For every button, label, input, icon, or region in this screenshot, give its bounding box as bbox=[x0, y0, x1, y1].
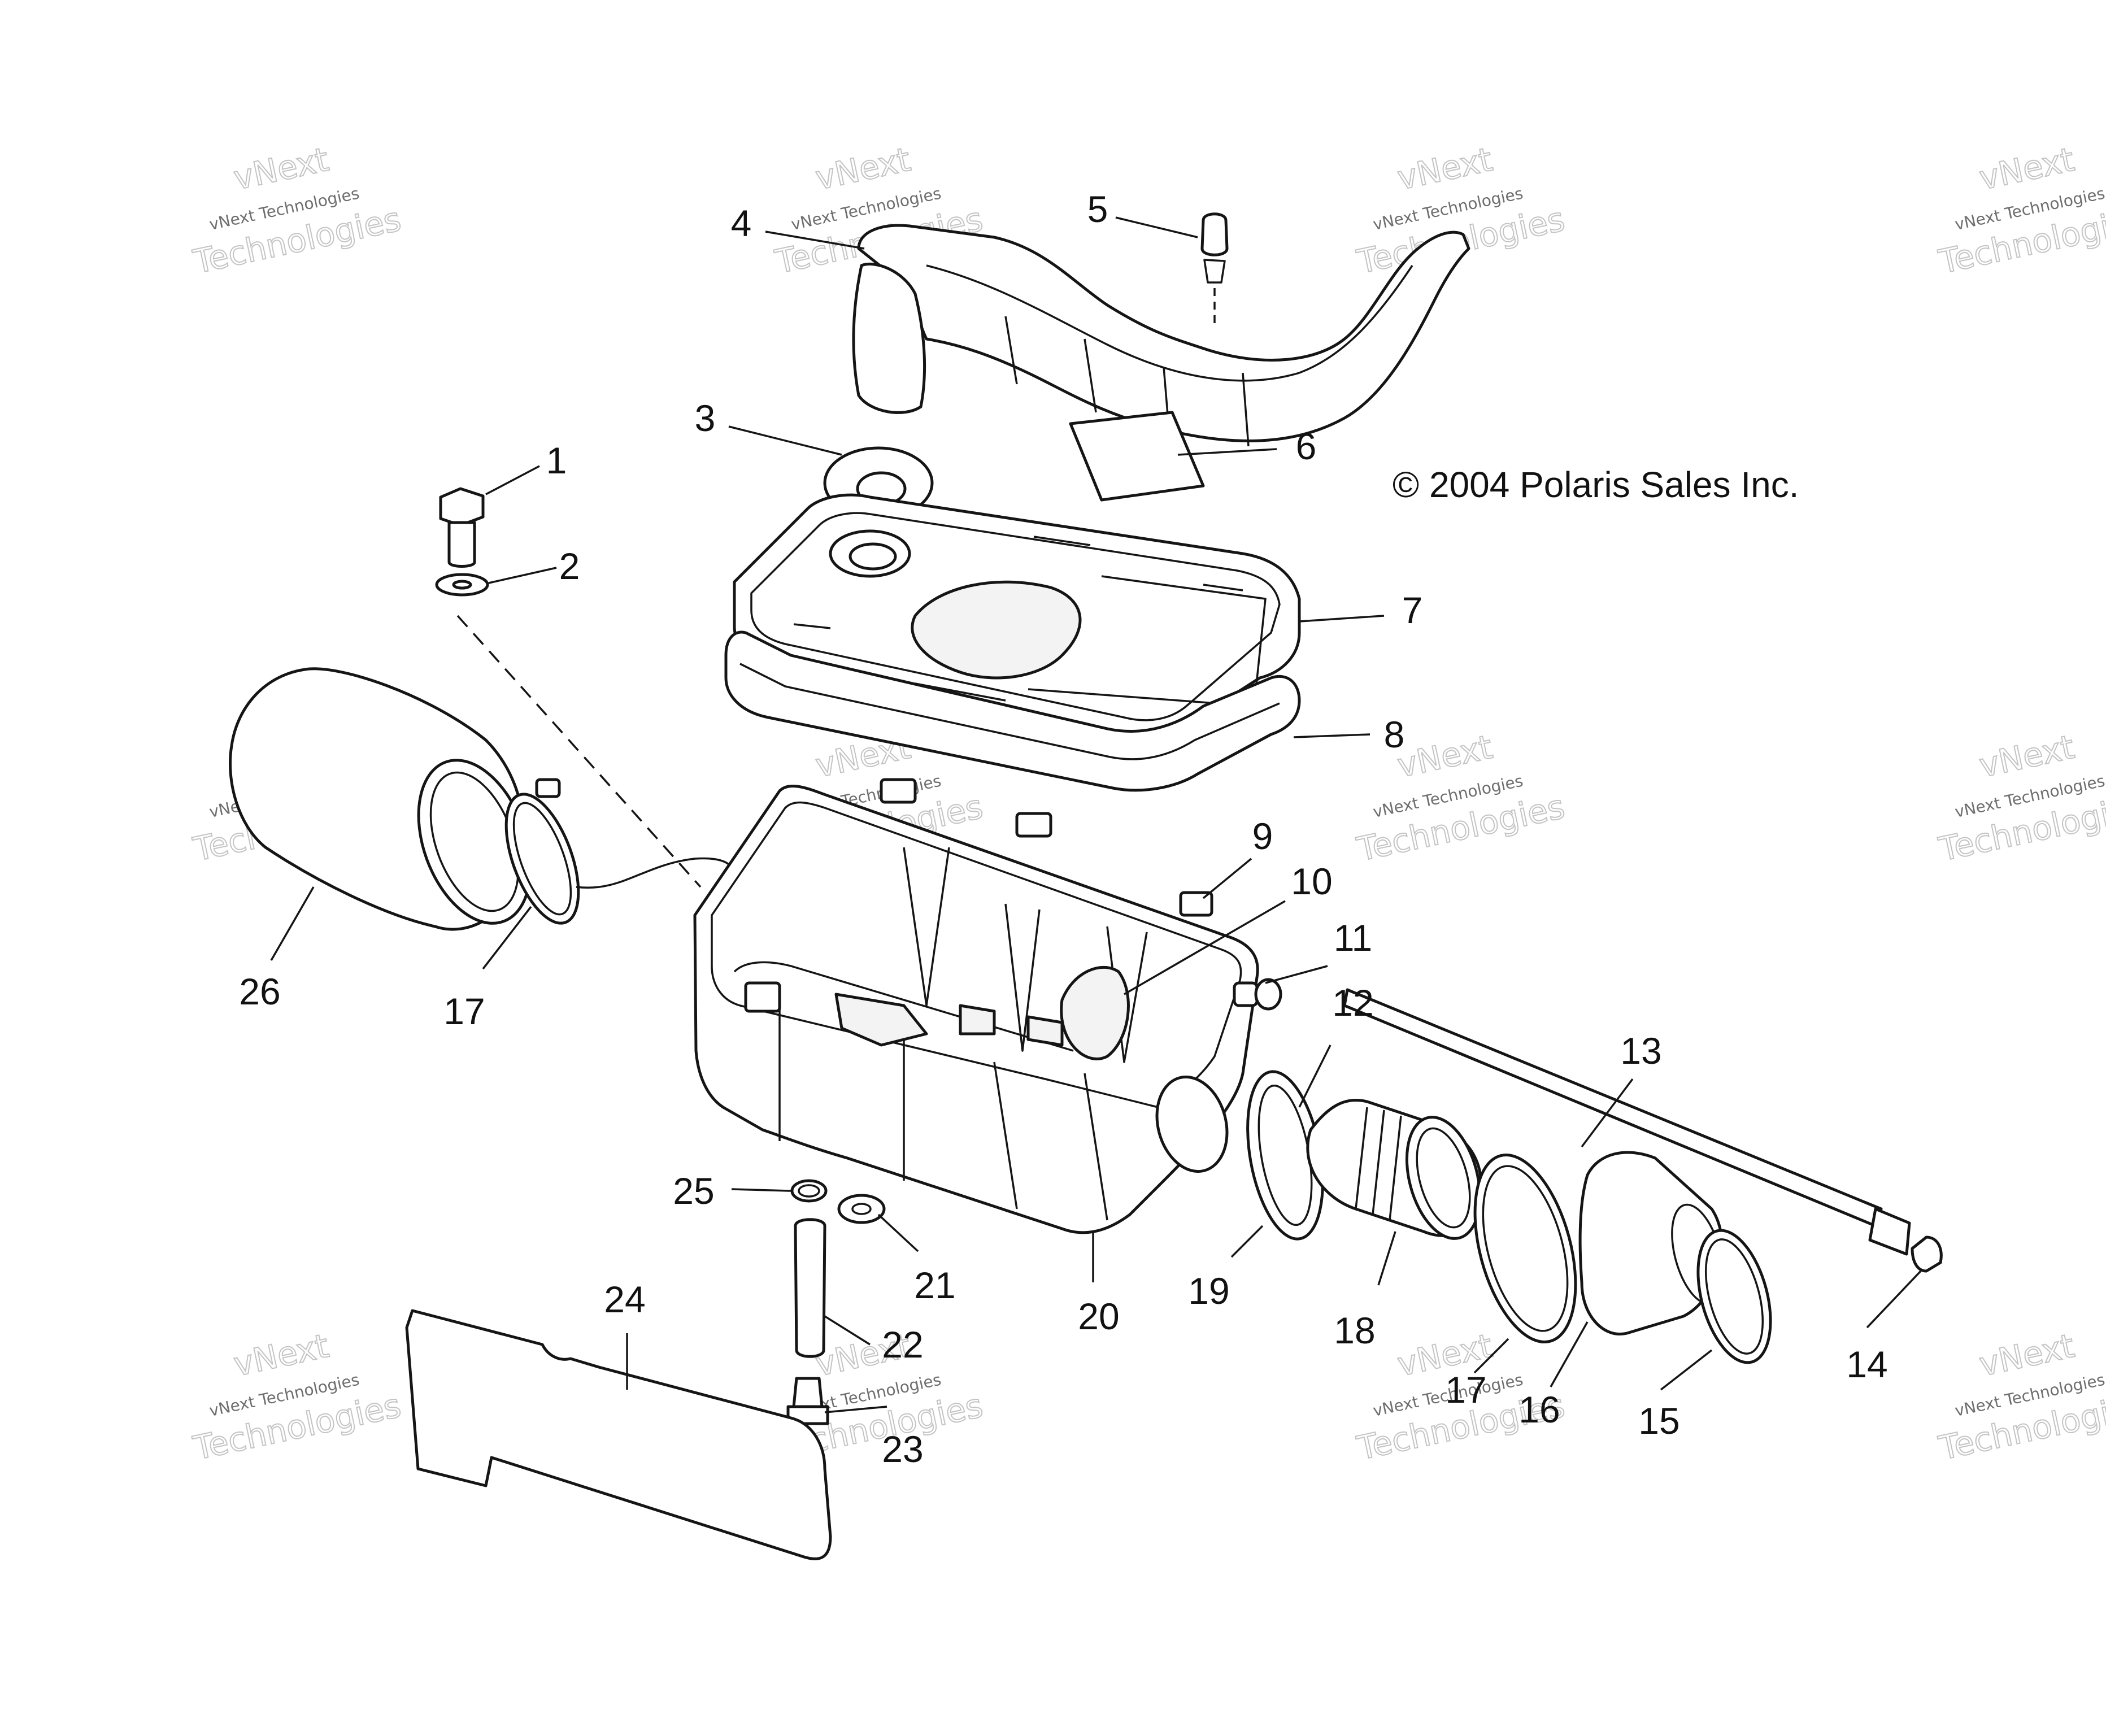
part-18-adapter bbox=[1306, 1098, 1483, 1240]
callout-19: 19 bbox=[1188, 1270, 1229, 1312]
part-13-tube bbox=[1343, 988, 1911, 1256]
watermark: vNext vNext Technologies Technologies bbox=[1935, 140, 2106, 282]
callout-11: 11 bbox=[1334, 917, 1373, 959]
part-21-grommet bbox=[837, 1194, 886, 1224]
callout-1: 1 bbox=[546, 440, 567, 481]
leader-lines bbox=[270, 216, 1922, 1413]
watermark-vnext: vNext bbox=[1976, 140, 2078, 198]
watermark: vNext vNext Technologies Technologies bbox=[1935, 727, 2106, 869]
callout-10: 10 bbox=[1291, 860, 1332, 902]
callout-6: 6 bbox=[1296, 425, 1317, 467]
watermark-vnext: vNext bbox=[230, 140, 332, 198]
watermark-vnext: vNext bbox=[1394, 140, 1496, 198]
part-22-drain-tube bbox=[794, 1218, 826, 1358]
callout-20: 20 bbox=[1078, 1295, 1119, 1337]
callout-17-left: 17 bbox=[443, 990, 485, 1032]
callout-22: 22 bbox=[882, 1324, 923, 1365]
part-5-screw bbox=[1200, 212, 1229, 328]
callout-17-right: 17 bbox=[1445, 1369, 1486, 1411]
watermark: vNext vNext Technologies Technologies bbox=[1935, 1326, 2106, 1468]
part-15-hose-clamp bbox=[1696, 1229, 1772, 1364]
callout-12: 12 bbox=[1332, 982, 1373, 1024]
part-2-washer bbox=[435, 573, 489, 597]
callout-5: 5 bbox=[1087, 188, 1108, 230]
part-23-check-valve bbox=[786, 1377, 829, 1425]
watermark: vNext vNext Technologies Technologies bbox=[1353, 727, 1569, 869]
watermark: vNext vNext Technologies Technologies bbox=[189, 1326, 405, 1468]
part-14-end-cap bbox=[1911, 1235, 1943, 1273]
callout-15: 15 bbox=[1638, 1400, 1679, 1442]
callout-25: 25 bbox=[673, 1170, 714, 1212]
part-26-air-filter bbox=[229, 667, 532, 931]
watermark: vNext vNext Technologies Technologies bbox=[189, 140, 405, 282]
callout-18: 18 bbox=[1334, 1309, 1375, 1351]
part-17-clamp-left bbox=[504, 778, 580, 925]
breather-line bbox=[576, 857, 730, 889]
callout-4: 4 bbox=[731, 202, 752, 244]
callout-labels: 1 2 3 4 5 6 7 8 9 10 11 12 13 14 15 16 1… bbox=[239, 188, 1887, 1470]
callout-16: 16 bbox=[1518, 1389, 1560, 1430]
part-20-airbox-body bbox=[693, 778, 1259, 1234]
part-11-plug bbox=[1233, 978, 1282, 1011]
callout-13: 13 bbox=[1620, 1030, 1661, 1072]
callout-7: 7 bbox=[1402, 589, 1423, 631]
callout-8: 8 bbox=[1384, 713, 1405, 755]
callout-24: 24 bbox=[604, 1278, 645, 1320]
watermark-vnext: vNext bbox=[812, 140, 914, 198]
part-17-clamp-right bbox=[1473, 1153, 1577, 1344]
part-6-decal bbox=[1069, 411, 1205, 502]
part-8-gasket bbox=[724, 630, 1301, 792]
watermark-vnext: vNext bbox=[1976, 728, 2078, 785]
callout-26: 26 bbox=[239, 971, 280, 1012]
callout-2: 2 bbox=[559, 545, 580, 587]
watermark-vnext: vNext bbox=[1394, 728, 1496, 785]
callout-9: 9 bbox=[1252, 815, 1273, 857]
assembly-line-bolt bbox=[456, 615, 702, 888]
callout-23: 23 bbox=[882, 1428, 923, 1470]
part-1-bolt bbox=[439, 487, 485, 568]
callout-14: 14 bbox=[1846, 1343, 1887, 1385]
watermark-vnext: vNext bbox=[230, 1326, 332, 1384]
watermark-vnext: vNext bbox=[1976, 1326, 2078, 1384]
part-25-small-clamp bbox=[790, 1179, 828, 1203]
part-24-heat-shield bbox=[405, 1309, 832, 1560]
part-4-intake-duct bbox=[852, 224, 1470, 447]
callout-21: 21 bbox=[914, 1264, 955, 1306]
callout-3: 3 bbox=[695, 397, 716, 439]
copyright-notice: © 2004 Polaris Sales Inc. bbox=[1393, 464, 1799, 505]
